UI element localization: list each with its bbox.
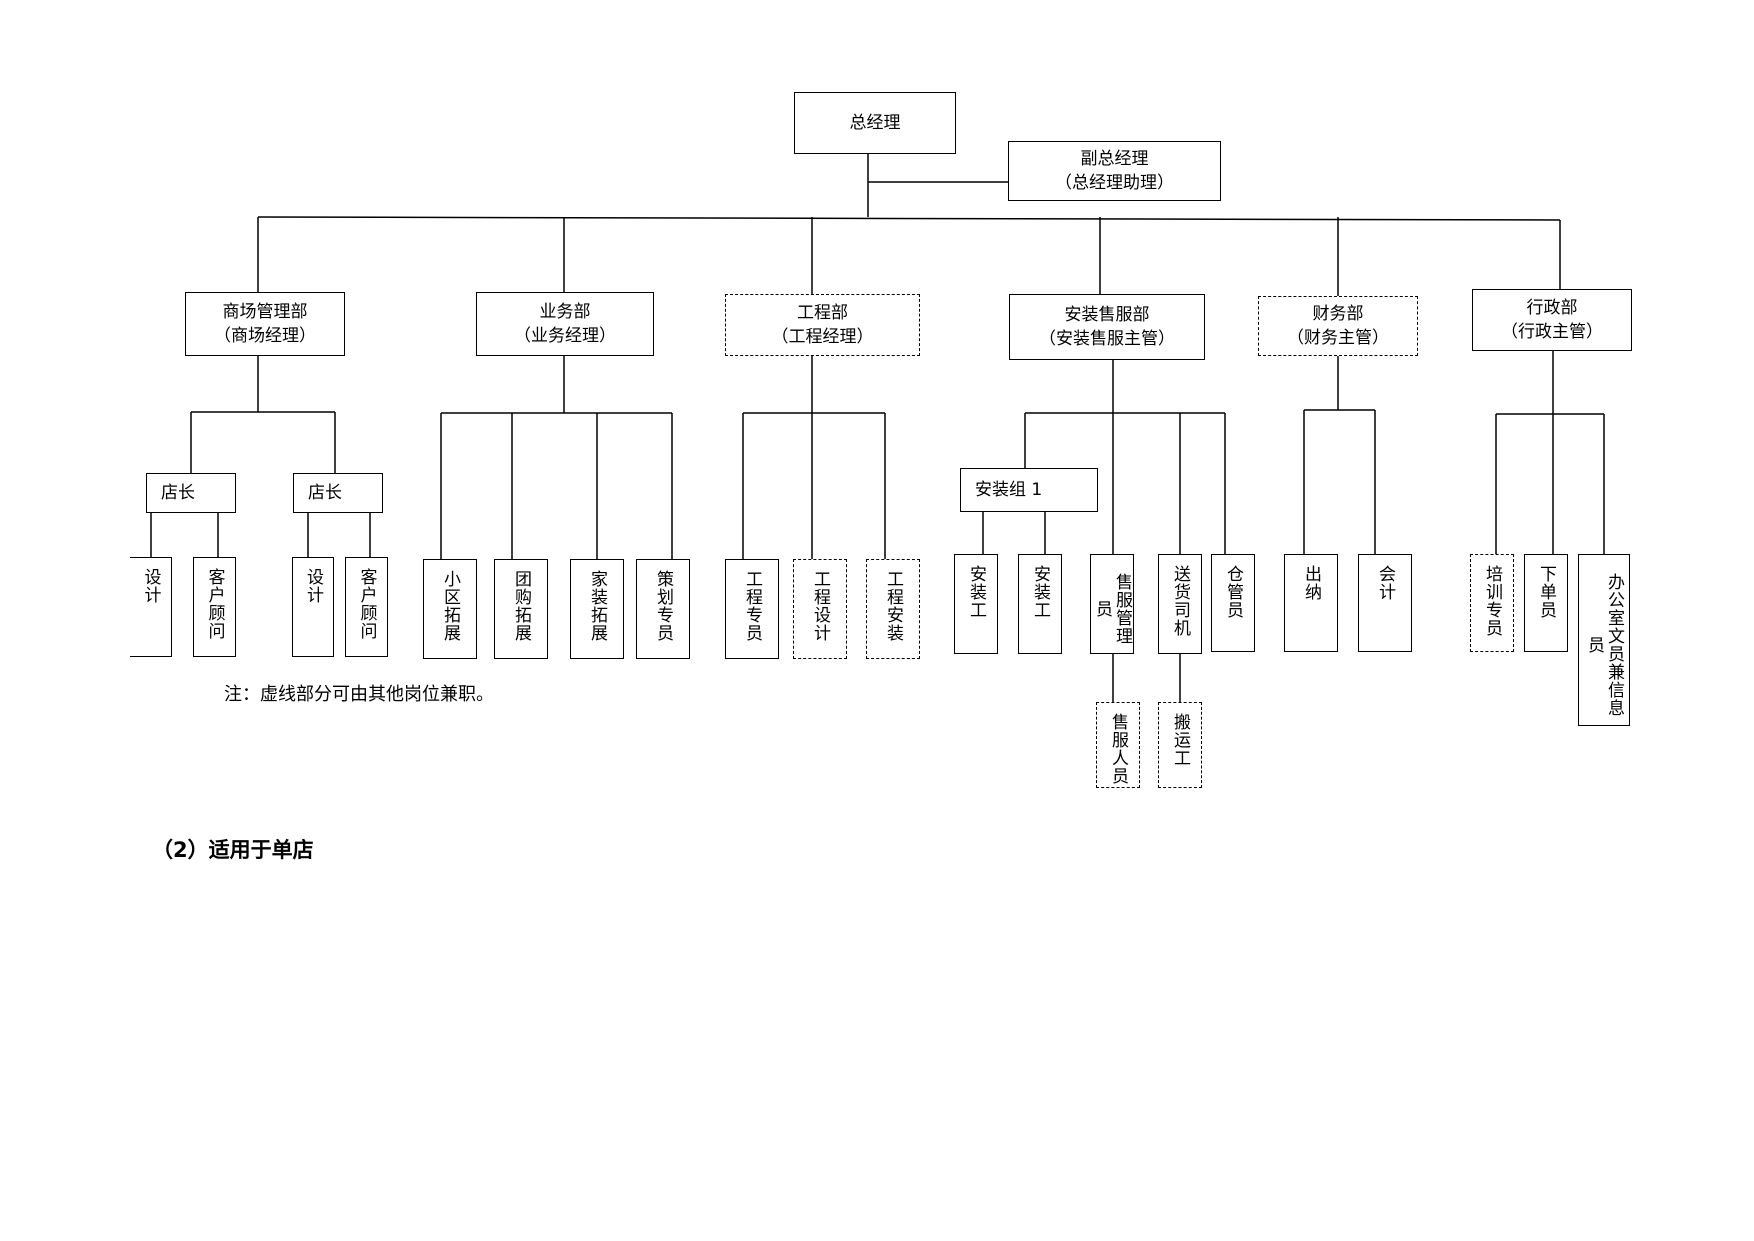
node-installer-1: 安装工 xyxy=(954,554,998,654)
node-label: 安装工 xyxy=(966,565,986,619)
node-design-1: 设计 xyxy=(130,557,172,657)
node-cashier: 出纳 xyxy=(1284,554,1338,652)
node-engineering-design: 工程设计 xyxy=(793,559,847,659)
node-customer-advisor-2: 客户顾问 xyxy=(345,557,388,657)
node-sublabel: （财务主管） xyxy=(1287,328,1389,348)
node-installation-service-dept: 安装售服部 （安装售服主管） xyxy=(1009,294,1205,360)
section-subtitle: （2）适用于单店 xyxy=(152,838,314,862)
node-label: 安装售服部 xyxy=(1064,305,1150,325)
node-store-manager-2: 店长 xyxy=(293,473,383,513)
node-label: 培训专员 xyxy=(1482,565,1502,637)
node-label: 财务部 xyxy=(1312,304,1364,324)
node-label: 客户顾问 xyxy=(204,568,225,640)
connector-line xyxy=(257,216,1561,221)
node-label: 设计 xyxy=(140,568,161,604)
node-sublabel: （商场经理） xyxy=(214,326,316,346)
node-finance-dept: 财务部 （财务主管） xyxy=(1258,296,1418,356)
node-label: 安装组 1 xyxy=(975,480,1043,500)
node-accountant: 会计 xyxy=(1358,554,1412,652)
node-engineering-dept: 工程部 （工程经理） xyxy=(725,294,920,356)
node-label: 下单员 xyxy=(1536,565,1556,619)
node-sublabel: （安装售服主管） xyxy=(1039,329,1175,349)
node-business-dept: 业务部 （业务经理） xyxy=(476,292,654,356)
node-group-buy-expansion: 团购拓展 xyxy=(494,559,548,659)
node-community-expansion: 小区拓展 xyxy=(423,559,477,659)
node-label: 搬运工 xyxy=(1170,713,1190,767)
node-label: 客户顾问 xyxy=(356,568,377,640)
node-label: 设计 xyxy=(303,568,323,604)
node-label: 售服管理员 xyxy=(1092,573,1132,645)
node-sublabel: （总经理助理） xyxy=(1055,173,1174,193)
node-label: 售服人员 xyxy=(1108,713,1128,785)
node-label: 商场管理部 xyxy=(222,302,308,322)
node-porter: 搬运工 xyxy=(1158,702,1202,788)
node-deputy-general-manager: 副总经理 （总经理助理） xyxy=(1008,141,1221,201)
node-service-staff: 售服人员 xyxy=(1096,702,1140,788)
node-label: 副总经理 xyxy=(1080,149,1149,169)
node-label: 仓管员 xyxy=(1223,565,1243,619)
node-warehouse-keeper: 仓管员 xyxy=(1211,554,1255,652)
node-sublabel: （工程经理） xyxy=(771,327,874,347)
node-engineering-installation: 工程安装 xyxy=(866,559,920,659)
node-label: 送货司机 xyxy=(1170,565,1190,637)
node-general-manager: 总经理 xyxy=(794,92,956,154)
node-label: 店长 xyxy=(308,483,342,503)
node-installer-2: 安装工 xyxy=(1018,554,1062,654)
node-sublabel: （业务经理） xyxy=(514,326,616,346)
node-label: 办公室文员兼信息员 xyxy=(1584,573,1624,717)
node-label: 团购拓展 xyxy=(511,570,531,642)
node-delivery-driver: 送货司机 xyxy=(1158,554,1202,654)
node-order-clerk: 下单员 xyxy=(1524,554,1568,652)
node-label: 家装拓展 xyxy=(587,570,607,642)
node-installation-group-1: 安装组 1 xyxy=(960,468,1098,512)
node-label: 工程专员 xyxy=(742,570,762,642)
node-service-manager: 售服管理员 xyxy=(1090,554,1134,654)
node-label: 安装工 xyxy=(1030,565,1050,619)
node-label: 店长 xyxy=(161,483,195,503)
node-mall-management-dept: 商场管理部 （商场经理） xyxy=(185,292,345,356)
node-label: 工程安装 xyxy=(883,570,903,642)
node-label: 策划专员 xyxy=(653,570,673,642)
node-admin-dept: 行政部 （行政主管） xyxy=(1472,289,1632,351)
node-label: 业务部 xyxy=(539,302,591,322)
node-customer-advisor-1: 客户顾问 xyxy=(193,557,236,657)
node-home-decor-expansion: 家装拓展 xyxy=(570,559,624,659)
node-label: 会计 xyxy=(1375,565,1395,601)
node-label: 总经理 xyxy=(849,113,901,133)
node-training-specialist: 培训专员 xyxy=(1470,554,1514,652)
node-label: 小区拓展 xyxy=(440,570,460,642)
node-label: 行政部 xyxy=(1526,298,1578,318)
dashed-note: 注：虚线部分可由其他岗位兼职。 xyxy=(224,684,494,705)
node-office-clerk: 办公室文员兼信息员 xyxy=(1578,554,1630,726)
node-design-2: 设计 xyxy=(292,557,334,657)
node-planning-specialist: 策划专员 xyxy=(636,559,690,659)
node-label: 工程部 xyxy=(797,303,848,323)
node-label: 出纳 xyxy=(1301,565,1321,601)
node-sublabel: （行政主管） xyxy=(1501,322,1603,342)
node-store-manager-1: 店长 xyxy=(146,473,236,513)
node-engineering-specialist: 工程专员 xyxy=(725,559,779,659)
node-label: 工程设计 xyxy=(810,570,830,642)
